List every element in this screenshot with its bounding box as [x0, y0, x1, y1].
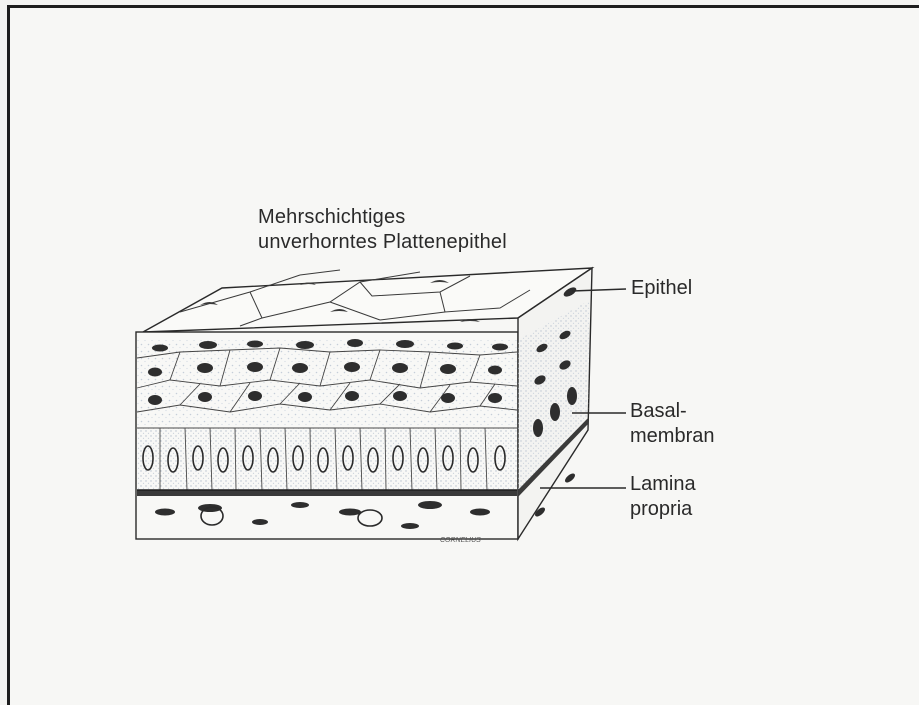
figure-title: Mehrschichtiges unverhorntes Plattenepit…: [258, 205, 507, 255]
artist-signature: CORNELIUS: [440, 537, 481, 544]
basement-membrane: [137, 490, 517, 496]
label-basal-line-2: membran: [630, 424, 714, 449]
label-lamina-propria: Lamina propria: [630, 472, 696, 522]
label-lamina-line-2: propria: [630, 497, 696, 522]
label-epithel-text: Epithel: [631, 276, 692, 301]
label-basal-line-1: Basal-: [630, 399, 714, 424]
label-epithel: Epithel: [631, 276, 692, 301]
label-lamina-line-1: Lamina: [630, 472, 696, 497]
label-basalmembran: Basal- membran: [630, 399, 714, 449]
title-line-1: Mehrschichtiges: [258, 205, 507, 230]
title-line-2: unverhorntes Plattenepithel: [258, 230, 507, 255]
